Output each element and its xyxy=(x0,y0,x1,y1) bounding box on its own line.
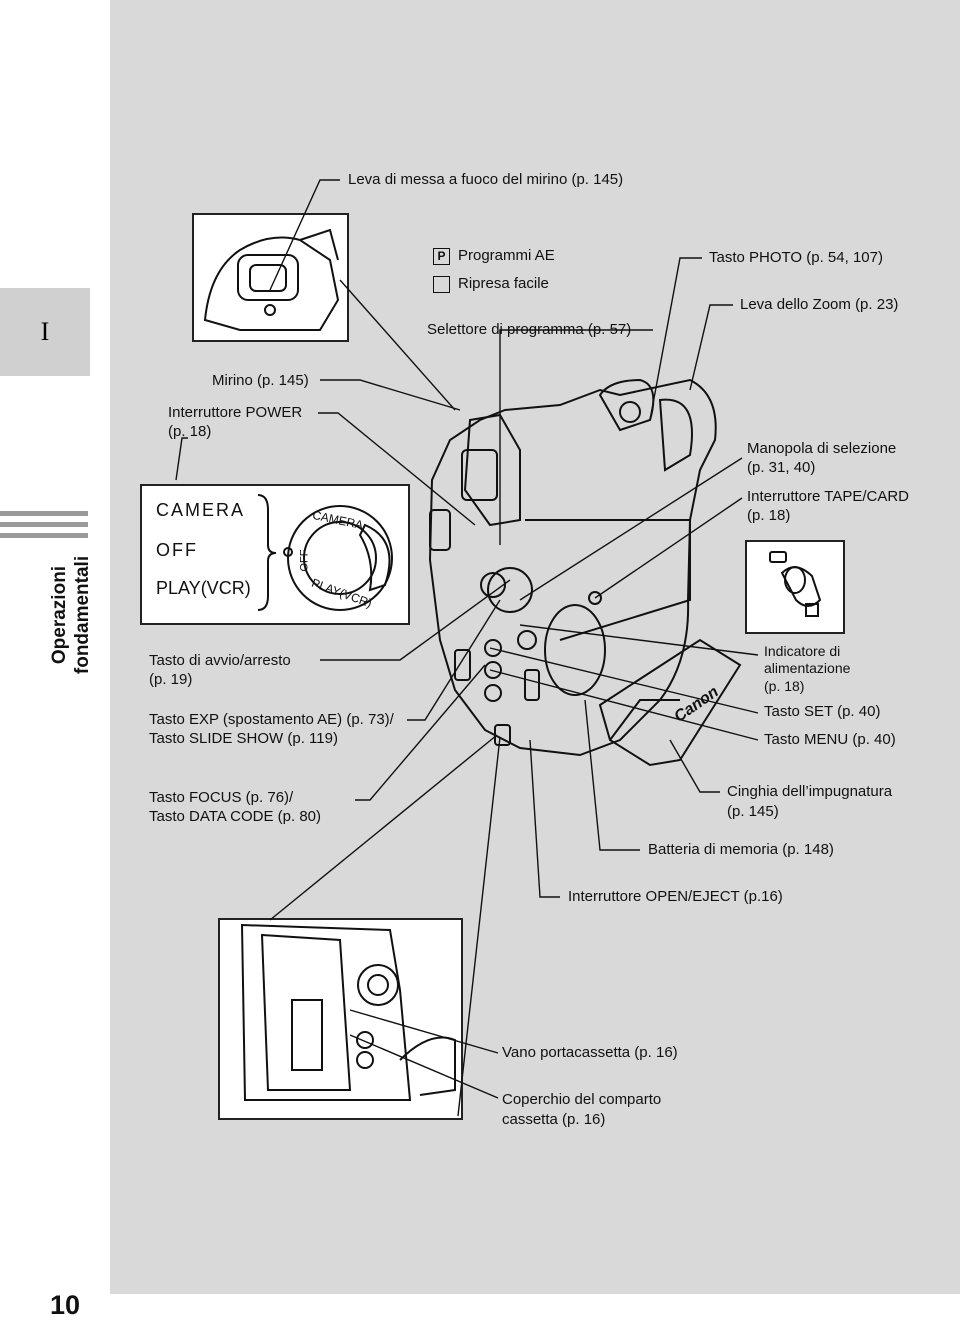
strap-label: Cinghia dell’impugnatura xyxy=(727,783,893,800)
exp-label: Tasto EXP (spostamento AE) (p. 73)/ xyxy=(149,711,394,728)
viewfinder-drawing xyxy=(203,228,340,331)
program-ae-label: Programmi AE xyxy=(458,247,555,264)
power-switch-inset xyxy=(140,484,410,625)
section-stripe xyxy=(0,522,88,527)
zoom-label: Leva dello Zoom (p. 23) xyxy=(740,296,899,313)
dial-off-text: OFF xyxy=(298,549,311,572)
dial-label: Manopola di selezione xyxy=(747,440,897,457)
strap-label-page: (p. 145) xyxy=(727,803,779,820)
indicator-label-page: (p. 18) xyxy=(764,678,805,694)
datacode-label: Tasto DATA CODE (p. 80) xyxy=(149,808,321,825)
section-stripe xyxy=(0,511,88,516)
focus-button-label: Tasto FOCUS (p. 76)/ xyxy=(149,789,294,806)
battery-label: Batteria di memoria (p. 148) xyxy=(648,841,834,858)
tapecard-inset xyxy=(745,540,845,634)
power-dial-drawing xyxy=(257,494,393,611)
program-easy-label: Ripresa facile xyxy=(458,275,549,292)
switch-camera-label: CAMERA xyxy=(156,500,246,520)
viewfinder-label: Mirino (p. 145) xyxy=(212,372,309,389)
indicator-label-1: Indicatore di xyxy=(764,643,841,659)
tapecard-label-page: (p. 18) xyxy=(747,507,791,524)
chapter-tab-label: I xyxy=(40,317,50,346)
cover-label-page: cassetta (p. 16) xyxy=(502,1111,606,1128)
tapecard-label: Interruttore TAPE/CARD xyxy=(747,488,909,505)
callout-wedge xyxy=(269,734,501,1117)
startstop-label: Tasto di avvio/arresto xyxy=(149,652,291,669)
chapter-tab: I xyxy=(0,288,90,376)
program-easy-icon xyxy=(433,276,450,293)
photo-label: Tasto PHOTO (p. 54, 107) xyxy=(709,249,883,266)
program-p-icon: P xyxy=(433,248,450,265)
program-selector-label: Selettore di programma (p. 57) xyxy=(427,321,632,338)
indicator-label-2: alimentazione xyxy=(764,660,851,676)
switch-play-label: PLAY(VCR) xyxy=(156,578,251,598)
focus-lever-label: Leva di messa a fuoco del mirino (p. 145… xyxy=(348,171,624,188)
power-label: Interruttore POWER xyxy=(168,404,303,421)
cassette-drawing xyxy=(240,923,456,1101)
page-number: 10 xyxy=(50,1290,81,1320)
slideshow-label: Tasto SLIDE SHOW (p. 119) xyxy=(149,730,338,747)
tapecard-drawing xyxy=(769,551,822,617)
openeject-label: Interruttore OPEN/EJECT (p.16) xyxy=(568,888,783,905)
startstop-label-page: (p. 19) xyxy=(149,671,193,688)
cover-label: Coperchio del comparto xyxy=(502,1091,662,1108)
dial-label-page: (p. 31, 40) xyxy=(747,459,816,476)
section-stripe xyxy=(0,533,88,538)
switch-off-label: OFF xyxy=(156,540,198,560)
power-label-page: (p. 18) xyxy=(168,423,212,440)
cassette-label: Vano portacassetta (p. 16) xyxy=(502,1044,678,1061)
viewfinder-inset xyxy=(192,213,349,342)
menu-label: Tasto MENU (p. 40) xyxy=(764,731,896,748)
set-label: Tasto SET (p. 40) xyxy=(764,703,881,720)
